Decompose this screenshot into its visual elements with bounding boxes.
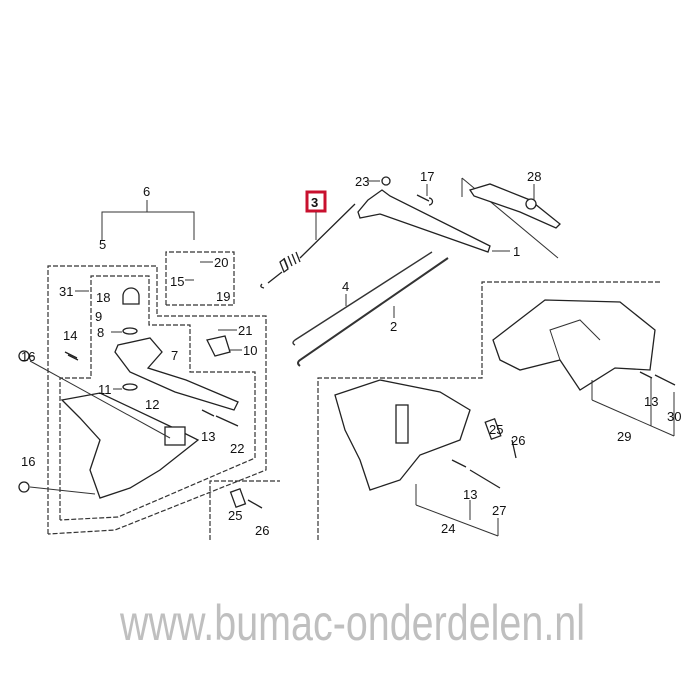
callout-11: 11 bbox=[98, 382, 112, 397]
callout-25: 25 bbox=[228, 508, 242, 523]
callout-25: 25 bbox=[489, 422, 503, 437]
callout-30: 30 bbox=[667, 409, 681, 424]
callout-24: 24 bbox=[441, 521, 455, 536]
callout-5: 5 bbox=[99, 237, 106, 252]
callout-13: 13 bbox=[644, 394, 658, 409]
callout-26: 26 bbox=[255, 523, 269, 538]
callout-7: 7 bbox=[171, 348, 178, 363]
callout-16: 16 bbox=[21, 454, 35, 469]
callout-2: 2 bbox=[390, 319, 397, 334]
callout-21: 21 bbox=[238, 323, 252, 338]
callout-19: 19 bbox=[216, 289, 230, 304]
callout-22: 22 bbox=[230, 441, 244, 456]
callout-13: 13 bbox=[201, 429, 215, 444]
callout-6: 6 bbox=[143, 184, 150, 199]
callout-27: 27 bbox=[492, 503, 506, 518]
callout-20: 20 bbox=[214, 255, 228, 270]
callout-23: 23 bbox=[355, 174, 369, 189]
callout-29: 29 bbox=[617, 429, 631, 444]
callout-13: 13 bbox=[463, 487, 477, 502]
callouts: 6 5 20 15 19 31 18 9 8 21 10 14 16 7 11 … bbox=[21, 169, 681, 538]
callout-12: 12 bbox=[145, 397, 159, 412]
parts bbox=[18, 176, 676, 509]
callout-3-highlighted: 3 bbox=[311, 195, 318, 210]
callout-8: 8 bbox=[97, 325, 104, 340]
callout-14: 14 bbox=[63, 328, 77, 343]
leader-lines bbox=[75, 180, 675, 537]
callout-26: 26 bbox=[511, 433, 525, 448]
callout-15: 15 bbox=[170, 274, 184, 289]
callout-4: 4 bbox=[342, 279, 349, 294]
callout-9: 9 bbox=[95, 309, 102, 324]
watermark: www.bumac-onderdelen.nl bbox=[119, 595, 585, 651]
callout-1: 1 bbox=[513, 244, 520, 259]
callout-10: 10 bbox=[243, 343, 257, 358]
callout-17: 17 bbox=[420, 169, 434, 184]
callout-28: 28 bbox=[527, 169, 541, 184]
callout-18: 18 bbox=[96, 290, 110, 305]
callout-16: 16 bbox=[21, 349, 35, 364]
callout-31: 31 bbox=[59, 284, 73, 299]
highlight-box bbox=[305, 190, 327, 213]
